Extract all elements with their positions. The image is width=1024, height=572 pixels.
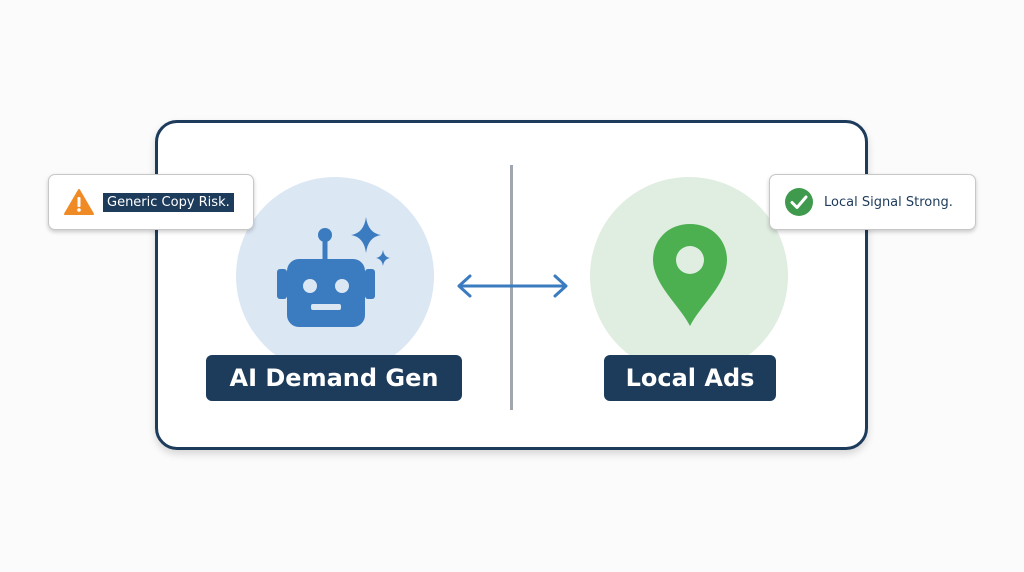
ai-demand-gen-label: AI Demand Gen [206, 355, 462, 401]
callout-text: Generic Copy Risk. [103, 192, 234, 212]
check-circle-icon [785, 188, 813, 216]
robot-icon [277, 217, 390, 327]
warning-triangle-icon [64, 189, 94, 215]
map-pin-icon [653, 224, 727, 326]
local-ads-label: Local Ads [604, 355, 776, 401]
generic-copy-risk-callout: Generic Copy Risk. [48, 174, 254, 230]
callout-text: Local Signal Strong. [824, 194, 953, 210]
double-arrow-icon [457, 274, 568, 298]
local-signal-strong-callout: Local Signal Strong. [769, 174, 976, 230]
